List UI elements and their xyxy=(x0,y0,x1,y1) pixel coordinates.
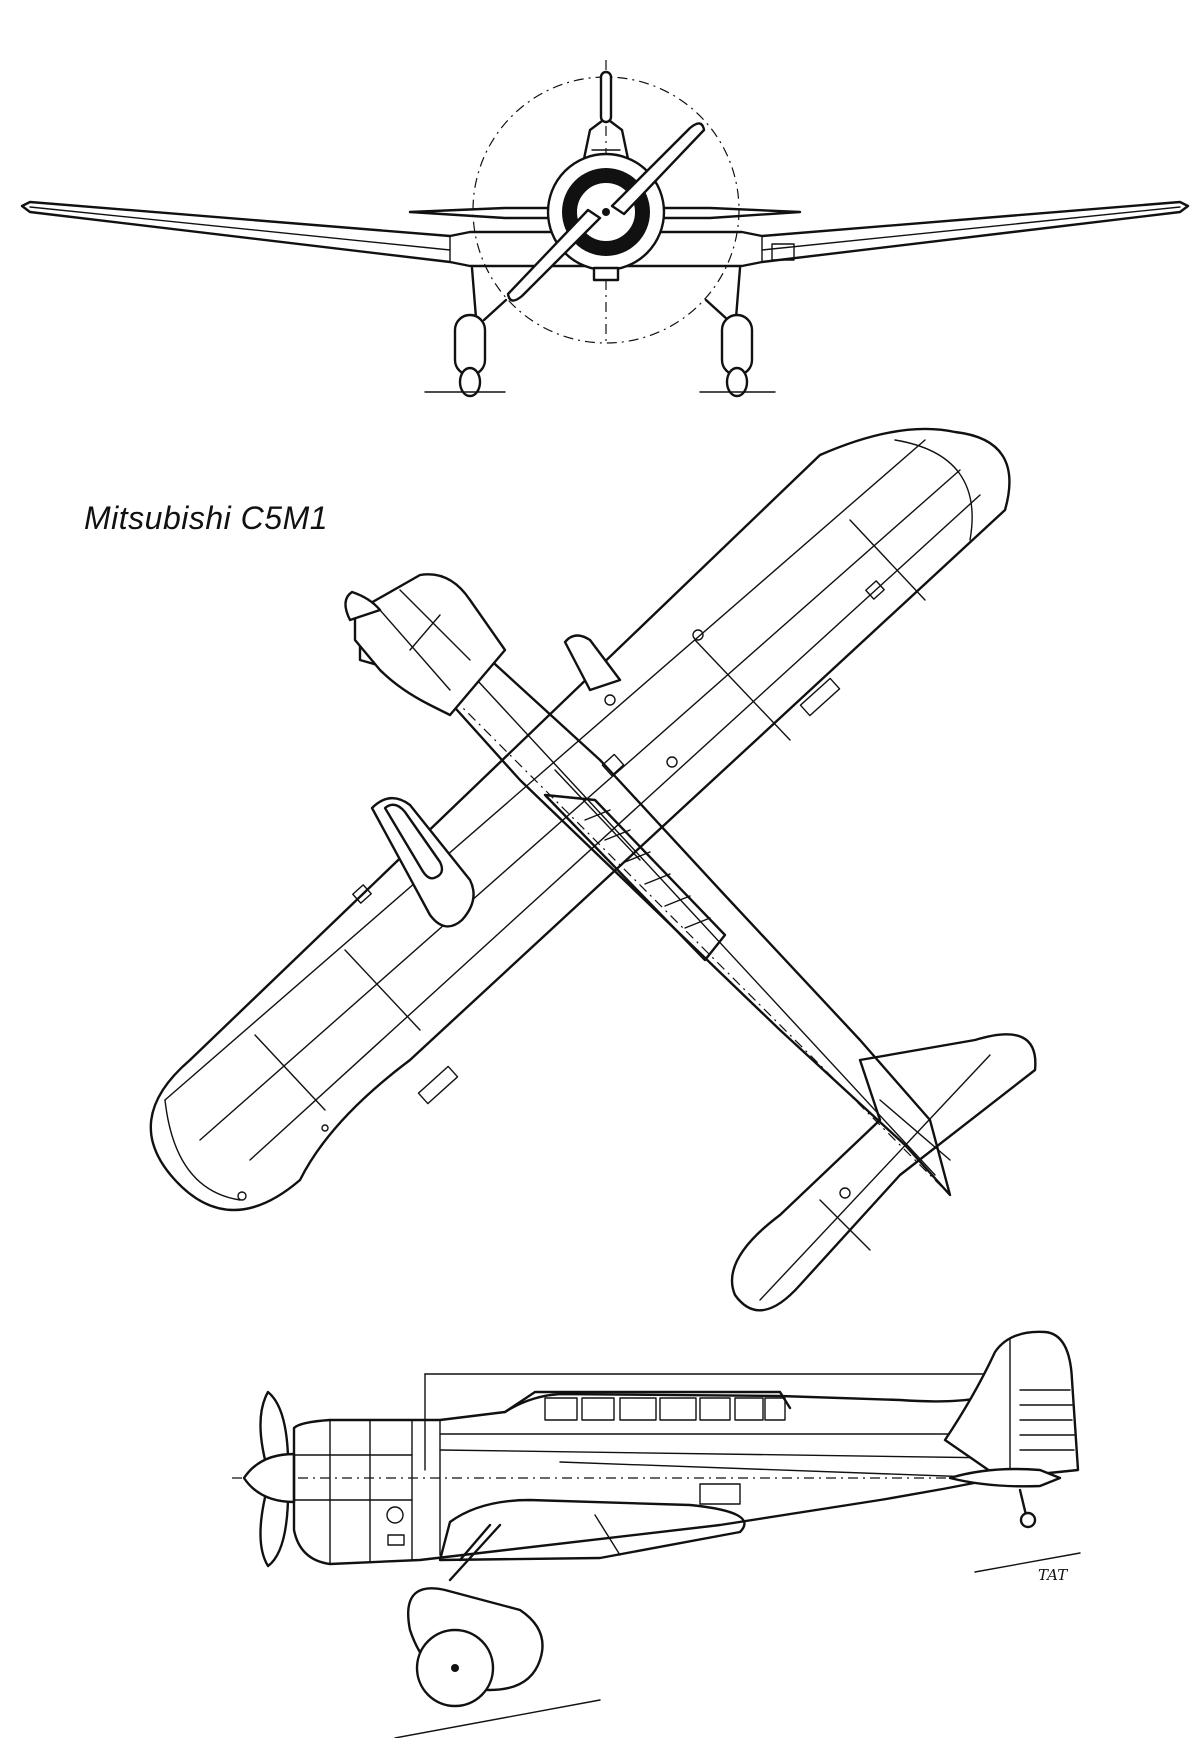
propeller-blade-upper xyxy=(610,122,706,216)
side-spinner xyxy=(242,1452,296,1504)
plan-fuselage xyxy=(358,596,952,1197)
side-view xyxy=(232,1330,1081,1738)
plan-wing-fillet xyxy=(563,634,622,692)
side-wing xyxy=(438,1498,746,1562)
front-fin xyxy=(599,70,613,124)
plan-engine-cowling xyxy=(353,573,507,717)
front-tailplane xyxy=(408,206,802,220)
left-wheel xyxy=(458,366,482,398)
plan-canopy xyxy=(543,793,727,962)
plan-tailplane xyxy=(730,1033,1037,1312)
left-wheel-fairing xyxy=(453,313,487,377)
drawing-title: Mitsubishi C5M1 xyxy=(84,500,329,536)
plan-view xyxy=(149,427,1037,1312)
right-wheel xyxy=(725,366,749,398)
tail-wheel xyxy=(1019,1511,1037,1529)
side-fin xyxy=(943,1330,1080,1480)
chin-intake xyxy=(592,266,620,282)
side-tailplane xyxy=(948,1467,1062,1488)
side-fuselage xyxy=(292,1390,1051,1566)
propeller-blade-lower xyxy=(506,208,602,302)
right-wheel-fairing xyxy=(720,313,754,377)
plan-wing xyxy=(149,427,1011,1212)
plan-spinner xyxy=(344,590,382,622)
artist-signature: TAT xyxy=(1038,1566,1068,1584)
front-wing xyxy=(20,200,1190,268)
front-view xyxy=(20,60,1190,398)
